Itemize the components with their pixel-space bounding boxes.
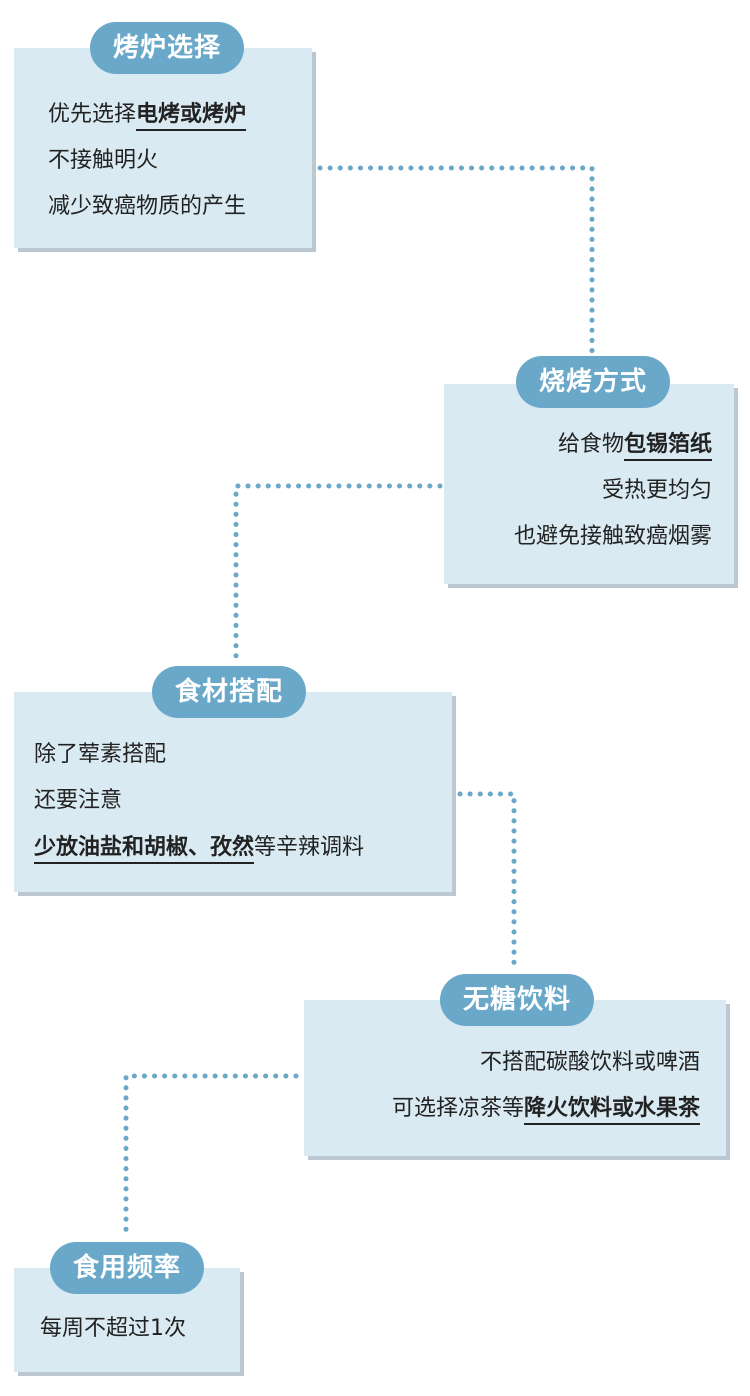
step-badge-ingredients: 食材搭配 (152, 666, 306, 718)
step-line: 不接触明火 (48, 146, 158, 176)
highlight-text: 少放油盐和胡椒、孜然 (34, 835, 255, 864)
step-line: 受热更均匀 (602, 476, 712, 506)
step-line: 还要注意 (34, 786, 122, 816)
step-line: 优先选择电烤或烤炉 (48, 100, 247, 131)
line-text: 减少致癌物质的产生 (48, 194, 247, 219)
line-text: 受热更均匀 (601, 478, 712, 503)
step-line: 不搭配碳酸饮料或啤酒 (480, 1048, 700, 1078)
connector-4-5 (123, 1073, 299, 1239)
line-text: 除了荤素搭配 (34, 742, 167, 767)
step-line: 可选择凉茶等降火饮料或水果茶 (391, 1094, 700, 1125)
step-badge-frequency: 食用频率 (50, 1242, 204, 1294)
step-line: 每周不超过1次 (40, 1314, 186, 1344)
line-text: 给食物 (557, 432, 624, 457)
highlight-text: 包锡箔纸 (623, 432, 712, 461)
step-card-oven (14, 48, 312, 248)
step-card-bbq-method (444, 384, 734, 584)
line-text: 也避免接触致癌烟雾 (513, 524, 712, 549)
connector-3-4 (457, 791, 517, 971)
step-line: 给食物包锡箔纸 (557, 430, 712, 461)
line-text: 优先选择 (48, 102, 137, 127)
step-line: 除了荤素搭配 (34, 740, 166, 770)
line-text: 等辛辣调料 (254, 835, 365, 860)
step-badge-oven: 烤炉选择 (90, 22, 244, 74)
connector-1-2 (317, 165, 595, 355)
line-text: 可选择凉茶等 (391, 1096, 524, 1121)
line-text: 每周不超过1次 (40, 1316, 186, 1341)
highlight-text: 电烤或烤炉 (136, 102, 247, 131)
highlight-text: 降火饮料或水果茶 (523, 1096, 700, 1125)
step-card-drinks (304, 1000, 726, 1156)
step-line: 也避免接触致癌烟雾 (514, 522, 712, 552)
step-badge-bbq-method: 烧烤方式 (516, 356, 670, 408)
step-card-ingredients (14, 692, 452, 892)
line-text: 还要注意 (34, 788, 123, 813)
step-line: 少放油盐和胡椒、孜然等辛辣调料 (34, 833, 365, 864)
connector-2-3 (233, 483, 443, 667)
line-text: 不搭配碳酸饮料或啤酒 (479, 1050, 700, 1075)
step-badge-drinks: 无糖饮料 (440, 974, 594, 1026)
step-line: 减少致癌物质的产生 (48, 192, 246, 222)
line-text: 不接触明火 (48, 148, 159, 173)
